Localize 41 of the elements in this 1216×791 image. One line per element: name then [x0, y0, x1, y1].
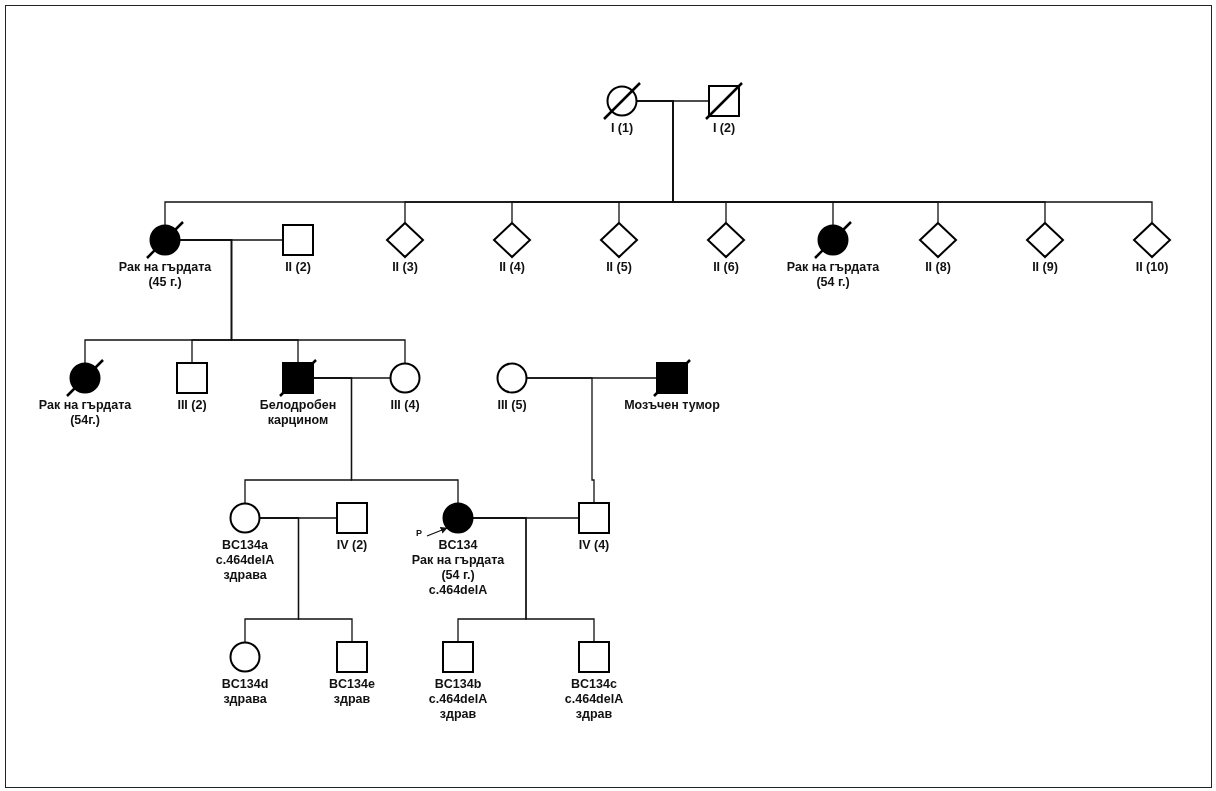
- individual-label: II (6): [713, 260, 739, 275]
- individual-label: IV (4): [578, 538, 610, 553]
- pedigree-line: [472, 517, 595, 643]
- individual-label: c.464delA: [428, 692, 488, 707]
- individual-label: III (4): [390, 398, 420, 413]
- individual-label: Рак на гърдата (54 г.): [410, 553, 506, 583]
- individual-label: Мозъчен тумор: [624, 398, 720, 413]
- individual-label: BC134e: [329, 677, 375, 692]
- individual-label: здрав: [333, 692, 371, 707]
- individual-label: BC134: [438, 538, 478, 553]
- individual-label: BC134b: [434, 677, 482, 692]
- pedigree-line: [526, 377, 595, 504]
- individual-label: c.464delA: [564, 692, 624, 707]
- individual-label: здрава: [223, 692, 267, 707]
- individual-label: I (2): [712, 121, 736, 136]
- pedigree-line: [259, 517, 353, 643]
- individual-label: III (2): [177, 398, 207, 413]
- individual-label: BC134a: [222, 538, 268, 553]
- individual-label: здрава: [223, 568, 267, 583]
- individual-label: Рак на гърдата (54г.): [37, 398, 133, 428]
- individual-label: I (1): [610, 121, 634, 136]
- individual-label: IV (2): [336, 538, 368, 553]
- individual-label: II (5): [606, 260, 632, 275]
- individual-label: Рак на гърдата (45 г.): [117, 260, 213, 290]
- individual-label: Белодробен карцином: [258, 398, 338, 428]
- individual-label: BC134c: [571, 677, 617, 692]
- individual-label: II (2): [285, 260, 311, 275]
- individual-label: c.464delA: [428, 583, 488, 598]
- individual-label: II (3): [392, 260, 418, 275]
- individual-label: II (10): [1135, 260, 1169, 275]
- individual-label: II (4): [499, 260, 525, 275]
- individual-label: BC134d: [221, 677, 269, 692]
- individual-label: c.464delA: [215, 553, 275, 568]
- proband-label: P: [416, 528, 422, 538]
- individual-label: здрав: [575, 707, 613, 722]
- individual-label: Рак на гърдата (54 г.): [785, 260, 881, 290]
- individual-label: здрав: [439, 707, 477, 722]
- individual-label: II (8): [925, 260, 951, 275]
- individual-label: II (9): [1032, 260, 1058, 275]
- proband-arrow: [426, 527, 448, 537]
- individual-label: III (5): [497, 398, 527, 413]
